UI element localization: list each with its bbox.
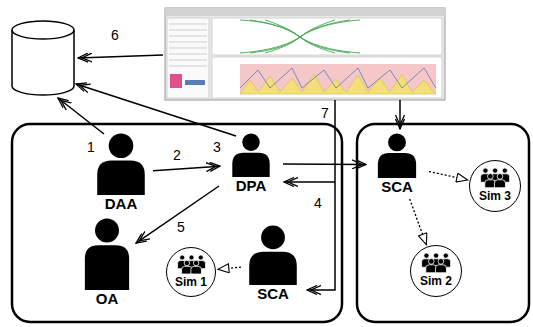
simulation-circle: Sim 2	[410, 245, 462, 297]
agent-icon	[244, 225, 302, 285]
agent-figure: SCA	[244, 225, 302, 303]
message-arrow	[283, 163, 366, 165]
group-container	[12, 124, 342, 322]
control-arrow	[307, 100, 335, 290]
control-arrow	[284, 181, 335, 183]
crowd-icon	[176, 255, 207, 274]
tool-screenshot	[165, 8, 445, 100]
spawn-arrow	[429, 172, 468, 180]
store-arrow	[78, 55, 163, 58]
agent-icon	[92, 133, 150, 195]
crowd-icon	[479, 168, 511, 188]
step-number: 7	[320, 106, 330, 121]
agent-figure: DAA	[92, 133, 150, 213]
step-number: 2	[172, 148, 182, 163]
store-arrow	[58, 98, 104, 134]
group-container	[357, 124, 529, 322]
agent-label: OA	[96, 290, 119, 308]
spawn-arrow	[218, 267, 241, 269]
agent-label: SCA	[257, 285, 289, 303]
spawn-arrow	[410, 199, 427, 245]
agent-label: DAA	[105, 195, 138, 213]
agent-figure: DPA	[222, 133, 280, 195]
step-number: 1	[86, 140, 96, 155]
agent-label: SCA	[381, 178, 413, 196]
simulation-label: Sim 2	[420, 274, 452, 288]
simulation-label: Sim 1	[175, 275, 207, 289]
message-arrow	[153, 166, 220, 171]
agent-icon	[222, 133, 280, 177]
step-number: 6	[110, 28, 120, 43]
agent-figure: OA	[80, 218, 134, 308]
step-number: 4	[313, 196, 323, 211]
simulation-circle: Sim 3	[469, 160, 521, 212]
step-number: 5	[176, 220, 186, 235]
agent-icon	[80, 218, 134, 290]
simulation-label: Sim 3	[479, 189, 511, 203]
agent-icon	[368, 133, 426, 178]
database-cylinder	[12, 21, 74, 95]
step-number: 3	[212, 140, 222, 155]
message-arrow	[136, 186, 219, 243]
simulation-circle: Sim 1	[166, 247, 216, 297]
agent-figure: SCA	[368, 133, 426, 196]
agent-label: DPA	[236, 177, 267, 195]
crowd-icon	[420, 253, 452, 273]
store-arrow	[76, 84, 236, 136]
control-arrow	[399, 100, 401, 129]
